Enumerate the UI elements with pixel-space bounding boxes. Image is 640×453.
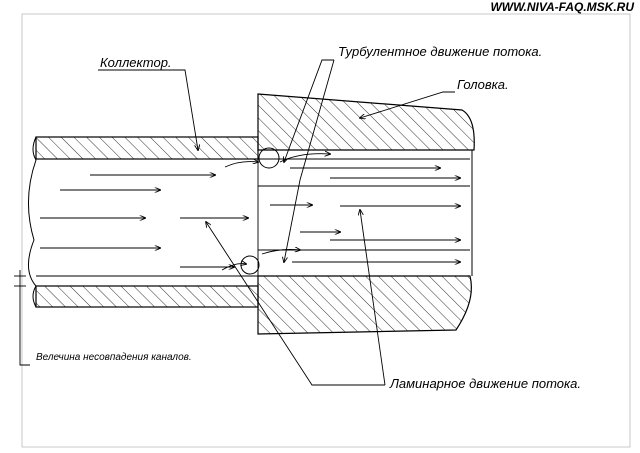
flow-arrows bbox=[40, 154, 460, 271]
label-turbulent: Турбулентное движение потока. bbox=[338, 44, 542, 59]
swirl-top bbox=[258, 147, 280, 169]
drawing-frame bbox=[21, 13, 631, 448]
collector-top-wall bbox=[35, 136, 259, 160]
cylinder-head bbox=[257, 93, 475, 335]
head-lower-block bbox=[257, 275, 472, 335]
label-mismatch: Велечина несовпадения каналов. bbox=[36, 352, 192, 363]
label-collector: Коллектор. bbox=[100, 55, 172, 70]
head-upper-block bbox=[257, 93, 475, 151]
turbulence-swirls bbox=[240, 147, 280, 275]
label-laminar: Ламинарное движение потока. bbox=[389, 376, 581, 391]
swirl-bottom bbox=[240, 255, 260, 275]
leader-lines bbox=[14, 59, 455, 386]
collector bbox=[28, 136, 259, 308]
label-head: Головка. bbox=[457, 77, 509, 92]
collector-left-break bbox=[28, 136, 37, 308]
collector-bottom-wall bbox=[35, 285, 259, 308]
header-site: WWW.NIVA-FAQ.MSK.RU bbox=[490, 0, 634, 14]
